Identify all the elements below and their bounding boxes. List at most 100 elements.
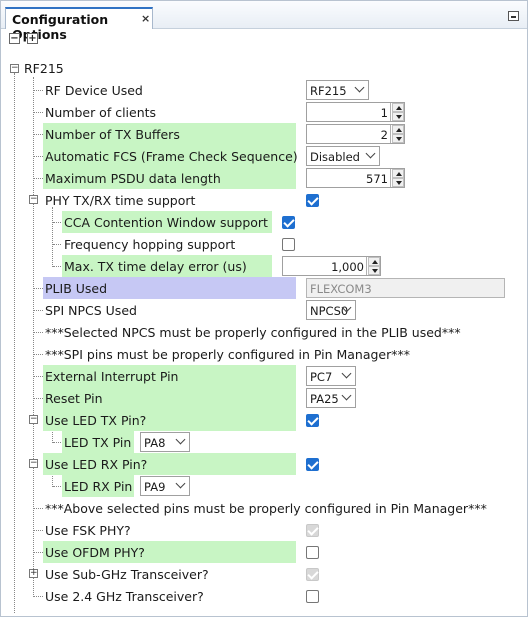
external-interrupt-label: External Interrupt Pin bbox=[45, 369, 179, 384]
row-maximum-psdu: Maximum PSDU data length 571 bbox=[1, 167, 527, 189]
max-tx-delay-stepper[interactable]: 1,000 bbox=[282, 256, 381, 276]
row-automatic-fcs: Automatic FCS (Frame Check Sequence) Dis… bbox=[1, 145, 527, 167]
tab-title: Configuration Options bbox=[12, 12, 109, 42]
use-24ghz-checkbox[interactable] bbox=[306, 590, 319, 603]
number-of-clients-value: 1 bbox=[380, 106, 388, 120]
led-rx-pin-select[interactable]: PA9 bbox=[140, 476, 190, 496]
close-icon[interactable]: × bbox=[141, 12, 151, 25]
chevron-down-icon bbox=[175, 478, 186, 489]
led-tx-pin-value: PA8 bbox=[144, 436, 166, 450]
collapse-icon[interactable]: − bbox=[29, 194, 38, 204]
minimize-icon[interactable] bbox=[508, 11, 519, 21]
use-ofdm-phy-checkbox[interactable] bbox=[306, 546, 319, 559]
spi-npcs-label: SPI NPCS Used bbox=[45, 303, 137, 318]
cca-checkbox[interactable] bbox=[282, 216, 295, 229]
row-use-24ghz: Use 2.4 GHz Transceiver? bbox=[1, 585, 527, 607]
note-npcs-label: ***Selected NPCS must be properly config… bbox=[45, 325, 461, 340]
reset-pin-select[interactable]: PA25 bbox=[306, 388, 356, 408]
expand-icon[interactable]: + bbox=[29, 568, 38, 578]
tree-guide bbox=[52, 427, 53, 443]
row-note-pins: ***Above selected pins must be properly … bbox=[1, 497, 527, 519]
max-tx-delay-value: 1,000 bbox=[331, 260, 364, 274]
external-interrupt-value: PC7 bbox=[310, 370, 333, 384]
row-use-fsk-phy: Use FSK PHY? bbox=[1, 519, 527, 541]
automatic-fcs-value: Disabled bbox=[310, 150, 360, 164]
note-pins-label: ***Above selected pins must be properly … bbox=[45, 501, 487, 516]
collapse-icon[interactable]: − bbox=[29, 414, 38, 424]
row-led-rx-pin: LED RX Pin PA9 bbox=[1, 475, 527, 497]
use-fsk-phy-label: Use FSK PHY? bbox=[45, 523, 131, 538]
automatic-fcs-select[interactable]: Disabled bbox=[306, 146, 380, 166]
tab-bar: Configuration Options × bbox=[1, 1, 527, 42]
number-of-clients-label: Number of clients bbox=[45, 105, 157, 120]
increment-icon[interactable] bbox=[392, 125, 404, 134]
rf-device-used-label: RF Device Used bbox=[45, 83, 143, 98]
use-led-rx-checkbox[interactable] bbox=[306, 458, 319, 471]
root-label: RF215 bbox=[24, 61, 64, 76]
plib-used-field: FLEXCOM3 bbox=[306, 278, 505, 298]
expand-all-button[interactable]: + bbox=[27, 33, 38, 44]
row-note-spi: ***SPI pins must be properly configured … bbox=[1, 343, 527, 365]
row-use-led-tx: − Use LED TX Pin? bbox=[1, 409, 527, 431]
row-spi-npcs-used: SPI NPCS Used NPCS0 bbox=[1, 299, 527, 321]
tab-configuration-options[interactable]: Configuration Options × bbox=[5, 7, 153, 42]
rf-device-select[interactable]: RF215 bbox=[306, 80, 369, 100]
tree-guide bbox=[33, 77, 34, 597]
number-of-clients-stepper[interactable]: 1 bbox=[306, 102, 405, 122]
spi-npcs-select[interactable]: NPCS0 bbox=[306, 300, 356, 320]
use-led-tx-checkbox[interactable] bbox=[306, 414, 319, 427]
decrement-icon[interactable] bbox=[392, 178, 404, 187]
use-led-tx-label: Use LED TX Pin? bbox=[45, 413, 147, 428]
row-number-of-clients: Number of clients 1 bbox=[1, 101, 527, 123]
plib-used-label: PLIB Used bbox=[45, 281, 108, 296]
row-reset-pin: Reset Pin PA25 bbox=[1, 387, 527, 409]
chevron-down-icon bbox=[354, 82, 365, 93]
increment-icon[interactable] bbox=[368, 257, 380, 266]
tree-node-rf215[interactable]: − RF215 bbox=[1, 57, 527, 79]
row-external-interrupt-pin: External Interrupt Pin PC7 bbox=[1, 365, 527, 387]
collapse-icon[interactable]: − bbox=[29, 458, 38, 468]
row-note-npcs: ***Selected NPCS must be properly config… bbox=[1, 321, 527, 343]
phy-txrx-checkbox[interactable] bbox=[306, 194, 319, 207]
row-frequency-hopping: Frequency hopping support bbox=[1, 233, 527, 255]
led-tx-pin-select[interactable]: PA8 bbox=[140, 432, 190, 452]
led-rx-pin-label: LED RX Pin bbox=[64, 479, 133, 494]
increment-icon[interactable] bbox=[392, 103, 404, 112]
decrement-icon[interactable] bbox=[368, 266, 380, 275]
decrement-icon[interactable] bbox=[392, 134, 404, 143]
rf-device-value: RF215 bbox=[310, 84, 347, 98]
reset-pin-label: Reset Pin bbox=[45, 391, 103, 406]
use-fsk-phy-checkbox[interactable] bbox=[306, 524, 319, 537]
led-rx-pin-value: PA9 bbox=[144, 480, 166, 494]
reset-pin-value: PA25 bbox=[310, 392, 339, 406]
chevron-down-icon bbox=[365, 148, 376, 159]
external-interrupt-select[interactable]: PC7 bbox=[306, 366, 356, 386]
note-spi-label: ***SPI pins must be properly configured … bbox=[45, 347, 411, 362]
row-rf-device-used: RF Device Used RF215 bbox=[1, 79, 527, 101]
row-plib-used: PLIB Used FLEXCOM3 bbox=[1, 277, 527, 299]
number-of-tx-buffers-value: 2 bbox=[380, 128, 388, 142]
row-use-ofdm-phy: Use OFDM PHY? bbox=[1, 541, 527, 563]
frequency-hopping-label: Frequency hopping support bbox=[64, 237, 236, 252]
cca-label: CCA Contention Window support bbox=[64, 215, 268, 230]
collapse-all-button[interactable]: − bbox=[9, 33, 20, 44]
automatic-fcs-label: Automatic FCS (Frame Check Sequence) bbox=[45, 149, 298, 164]
chevron-down-icon bbox=[175, 434, 186, 445]
maximum-psdu-label: Maximum PSDU data length bbox=[45, 171, 221, 186]
row-use-subghz: + Use Sub-GHz Transceiver? bbox=[1, 563, 527, 585]
phy-txrx-label: PHY TX/RX time support bbox=[45, 193, 196, 208]
row-cca-contention-window: CCA Contention Window support bbox=[1, 211, 527, 233]
decrement-icon[interactable] bbox=[392, 112, 404, 121]
use-subghz-checkbox[interactable] bbox=[306, 568, 319, 581]
maximum-psdu-value: 571 bbox=[366, 172, 388, 186]
row-led-tx-pin: LED TX Pin PA8 bbox=[1, 431, 527, 453]
number-of-tx-buffers-label: Number of TX Buffers bbox=[45, 127, 180, 142]
number-of-tx-buffers-stepper[interactable]: 2 bbox=[306, 124, 405, 144]
row-max-tx-delay: Max. TX time delay error (us) 1,000 bbox=[1, 255, 527, 277]
maximum-psdu-stepper[interactable]: 571 bbox=[306, 168, 405, 188]
collapse-icon[interactable]: − bbox=[10, 63, 19, 73]
frequency-hopping-checkbox[interactable] bbox=[282, 238, 295, 251]
led-tx-pin-label: LED TX Pin bbox=[64, 435, 132, 450]
tree-guide bbox=[14, 73, 15, 613]
increment-icon[interactable] bbox=[392, 169, 404, 178]
